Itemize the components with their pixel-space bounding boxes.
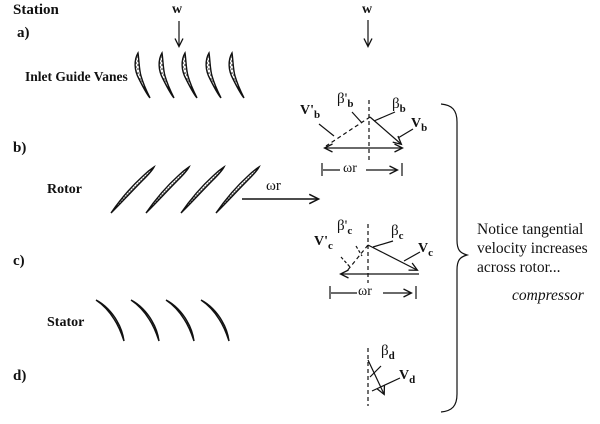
igv-vane-4 <box>205 52 222 99</box>
stator-vane-1 <box>95 299 125 342</box>
relative-velocity-vector-c <box>346 244 369 272</box>
leader-beta-rel-b <box>351 111 363 124</box>
page-title: Station <box>13 2 59 18</box>
beta-abs-b-label: βb <box>392 96 406 115</box>
note-line-1: Notice tangential <box>477 221 584 238</box>
note-line-2: velocity increases <box>477 240 588 257</box>
rotor-blade-1 <box>110 166 155 214</box>
rotor-blade-4 <box>215 166 260 214</box>
leader-beta-abs-d <box>369 365 382 378</box>
v-abs-c-label: Vc <box>418 241 434 259</box>
leader-v-abs-c <box>403 251 421 262</box>
stator-vanes <box>95 299 230 342</box>
wr-b-label: ωr <box>343 161 357 176</box>
stator-vane-4 <box>200 299 230 342</box>
rotor-blades <box>110 166 260 214</box>
leader-v-abs-b <box>397 128 414 139</box>
brace-right <box>440 103 470 413</box>
wr-c-label: ωr <box>358 284 372 299</box>
beta-abs-c-label: βc <box>391 223 404 242</box>
leader-beta-abs-c <box>372 240 394 248</box>
inlet-guide-vanes-label: Inlet Guide Vanes <box>25 69 128 84</box>
igv-vane-1 <box>134 52 151 99</box>
rotor-label: Rotor <box>47 182 82 197</box>
station-b-label: b) <box>13 140 27 156</box>
rotor-blade-2 <box>145 166 190 214</box>
rotor-blade-3 <box>180 166 225 214</box>
igv-vane-2 <box>158 52 175 99</box>
v-abs-b-label: Vb <box>411 116 428 134</box>
w-label-right: w <box>362 2 373 17</box>
leader-v-rel-b <box>318 123 335 137</box>
inlet-guide-vanes <box>134 52 245 99</box>
rotor-speed-label: ωr <box>266 178 281 194</box>
v-rel-c-label: V'c <box>314 234 333 252</box>
velocity-triangle-c <box>329 224 421 299</box>
absolute-velocity-vector-d <box>367 359 386 396</box>
leader-v-rel-c <box>340 256 351 268</box>
stator-label: Stator <box>47 315 85 330</box>
stator-vane-2 <box>130 299 160 342</box>
relative-velocity-vector-b <box>325 116 371 147</box>
leader-beta-abs-b <box>373 111 396 122</box>
note-line-3: across rotor... <box>477 259 561 276</box>
v-abs-d-label: Vd <box>399 368 416 386</box>
w-label-left: w <box>172 2 183 17</box>
station-a-label: a) <box>17 25 30 41</box>
exit-vector-d <box>367 348 401 406</box>
leader-beta-rel-c <box>355 245 363 257</box>
igv-vane-5 <box>228 52 245 99</box>
velocity-triangle-b <box>318 100 414 176</box>
station-d-label: d) <box>13 368 27 384</box>
beta-abs-d-label: βd <box>381 343 395 362</box>
v-rel-b-label: V'b <box>300 103 321 121</box>
igv-vane-3 <box>181 52 198 99</box>
station-c-label: c) <box>13 253 25 269</box>
absolute-velocity-vector-c <box>367 244 419 271</box>
leader-v-abs-d <box>371 377 401 392</box>
beta-rel-b-label: β'b <box>337 91 354 110</box>
stator-vane-3 <box>165 299 195 342</box>
beta-rel-c-label: β'c <box>337 218 353 237</box>
note-emphasis-compressor: compressor <box>512 287 584 304</box>
absolute-velocity-vector-b <box>369 116 403 146</box>
